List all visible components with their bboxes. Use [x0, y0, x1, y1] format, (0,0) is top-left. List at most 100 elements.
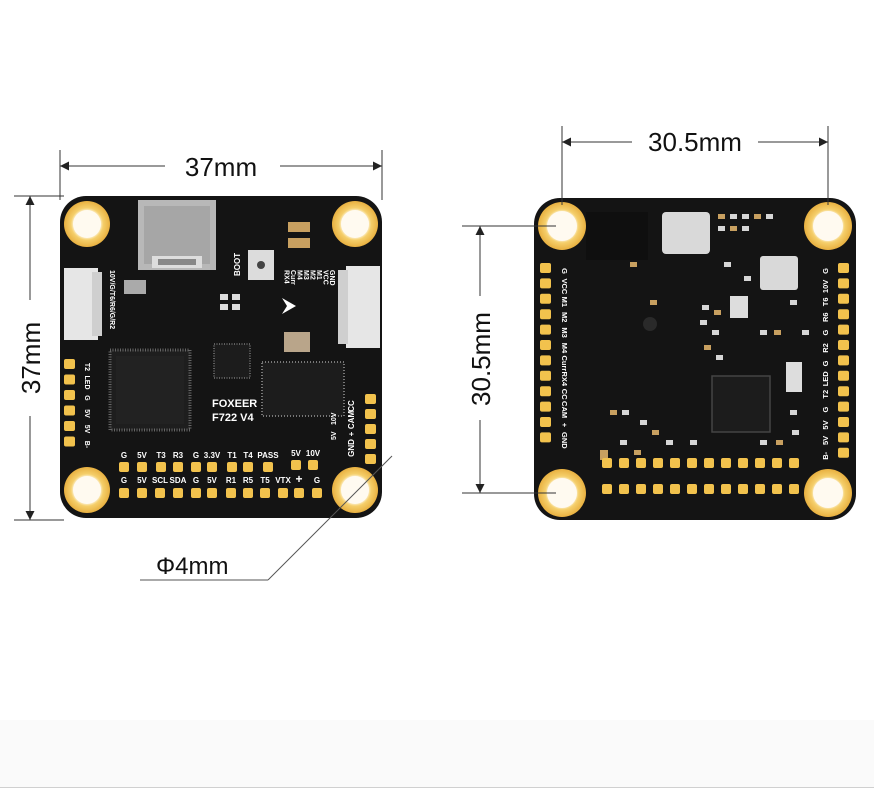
back-left-pad [540, 417, 551, 427]
front-top-row-label: 3.3V [204, 451, 221, 460]
back-regulator [586, 212, 648, 260]
inductor-top [288, 222, 310, 232]
back-bottom-pad [687, 484, 697, 494]
back-left-pad [540, 324, 551, 335]
back-left-pad [540, 401, 551, 412]
back-smd-part [700, 320, 707, 325]
back-bottom-pad [738, 484, 748, 494]
right-connector-label: M1 [315, 270, 322, 280]
back-smd-part [634, 450, 641, 455]
front-bottom-row-pad [260, 488, 270, 498]
front-bottom-row-pad [173, 488, 183, 498]
back-smd-part [714, 310, 721, 315]
back-bottom-pad [670, 458, 680, 468]
back-smd-part [718, 226, 725, 231]
back-smd-part [620, 440, 627, 445]
boot-button [248, 250, 274, 280]
front-left-pad-label: T2 [83, 363, 90, 371]
front-bottom-row-label: + [295, 472, 302, 486]
back-bottom-pad [602, 458, 612, 468]
front-left-pad [64, 405, 75, 416]
back-height-label: 30.5mm [466, 312, 496, 406]
front-bottom-row-pad [243, 488, 253, 498]
back-right-pad-label: 5V [821, 420, 830, 429]
front-top-row-label: T4 [243, 451, 253, 460]
page-footer-band [0, 720, 874, 788]
back-bottom-pad [789, 458, 799, 468]
front-bottom-row-pad [191, 488, 201, 498]
back-cap [730, 296, 748, 318]
crystal [124, 280, 146, 294]
back-bottom-pad [755, 458, 765, 468]
back-left-pad [540, 386, 551, 397]
back-left-pad-label: M2 [560, 312, 569, 322]
back-bottom-pad [738, 458, 748, 468]
front-right-pad [365, 454, 376, 464]
back-bottom-pad [653, 458, 663, 468]
front-bottom-row-pad [278, 488, 288, 498]
back-right-pad [838, 386, 849, 397]
back-dimensions: 30.5mm 30.5mm [462, 126, 829, 494]
imu-chip [213, 343, 251, 379]
back-smd-part [802, 330, 809, 335]
front-top-row-pad [227, 462, 237, 472]
back-smd-part [702, 305, 709, 310]
front-top-row-label: G [193, 451, 199, 460]
back-osd-chip [711, 375, 771, 433]
back-smd-part [666, 440, 673, 445]
back-left-pad-label: Curr [560, 355, 569, 371]
right-connector-label: RX4 [283, 270, 290, 284]
back-smd-part [742, 214, 749, 219]
back-smd-part [760, 330, 767, 335]
front-top-row-pad [191, 462, 201, 472]
back-smd-part [790, 410, 797, 415]
front-mounting-holes [64, 201, 378, 513]
right-connector-label: Curr [289, 270, 296, 285]
back-smd-part [792, 430, 799, 435]
back-bottom-pad [704, 458, 714, 468]
back-bottom-pad [636, 458, 646, 468]
front-left-pad-label: B- [83, 441, 90, 449]
front-left-pad-label: G [83, 395, 90, 401]
back-right-pad [838, 278, 849, 289]
back-left-pad-label: RX4 [560, 372, 569, 387]
front-top-row-label: T1 [227, 451, 237, 460]
back-bottom-pad [755, 484, 765, 494]
back-bottom-pad [670, 484, 680, 494]
back-smd-components [610, 214, 809, 455]
back-bottom-pad [789, 484, 799, 494]
back-right-pad-label: 10V [821, 280, 830, 293]
back-width-label: 30.5mm [648, 127, 742, 157]
back-left-pad-label: M3 [560, 327, 569, 337]
front-bottom-row-label: SDA [170, 476, 187, 485]
front-top-row-pad [173, 462, 183, 472]
back-right-pad [838, 447, 849, 458]
front-bottom-row-pad [155, 488, 165, 498]
vtx-power-pad [291, 460, 301, 470]
front-bottom-row-label: R1 [226, 476, 237, 485]
front-bottom-row-label: G [314, 476, 320, 485]
front-right-pad-label: GND [347, 439, 356, 457]
front-top-row-label: R3 [173, 451, 184, 460]
back-bottom-pad [687, 458, 697, 468]
front-bottom-row-label: VTX [275, 476, 291, 485]
right-connector-label: M2 [309, 270, 316, 280]
back-left-pad [540, 355, 551, 366]
front-top-row-pad [243, 462, 253, 472]
back-smd-part [754, 214, 761, 219]
front-right-pad [365, 394, 376, 404]
front-right-pad [365, 424, 376, 434]
front-bottom-row-label: R5 [243, 476, 254, 485]
back-left-pad-label: M1 [560, 297, 569, 307]
back-right-pad [838, 432, 849, 443]
back-left-pad-label: CAM [560, 401, 569, 418]
back-left-pad-label: G [560, 268, 569, 274]
back-crystal [786, 362, 802, 392]
back-right-pad-label: 5V [821, 436, 830, 445]
front-bottom-row-label: 5V [207, 476, 217, 485]
back-smd-part [640, 420, 647, 425]
right-jst-connector [338, 266, 380, 348]
